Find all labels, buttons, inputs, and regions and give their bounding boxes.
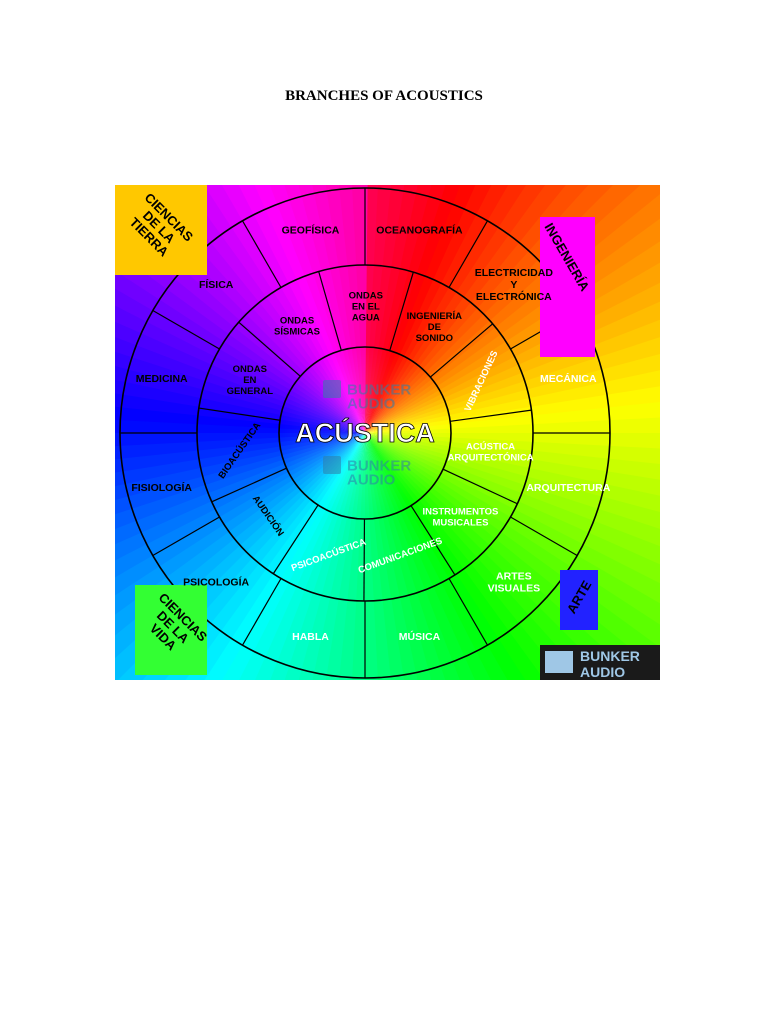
- outer-divider: [510, 516, 578, 557]
- outer-segment-label: HABLA: [292, 631, 329, 643]
- svg-text:BUNKER: BUNKER: [580, 648, 640, 664]
- corner-label-engineering-box: [540, 217, 595, 357]
- center-label: ACÚSTICA: [295, 417, 435, 448]
- middle-divider: [272, 504, 319, 575]
- outer-segment-label: GEOFÍSICA: [282, 223, 340, 236]
- corner-label-earth-sciences-box: [115, 185, 207, 275]
- middle-divider: [238, 321, 301, 377]
- middle-divider: [211, 467, 287, 503]
- outer-segment-label: ARQUITECTURA: [526, 482, 610, 494]
- middle-divider: [318, 271, 342, 351]
- outer-segment-label: OCEANOGRAFÍA: [376, 223, 463, 236]
- svg-text:BUNKER: BUNKER: [347, 381, 411, 398]
- svg-text:AUDIO: AUDIO: [580, 664, 625, 680]
- outer-segment-label: MECÁNICA: [540, 372, 597, 385]
- outer-divider: [241, 220, 282, 288]
- outer-segment-label: FISIOLOGÍA: [131, 481, 192, 494]
- outer-divider: [241, 578, 282, 646]
- outer-segment-label: MÚSICA: [399, 630, 441, 643]
- middle-divider: [363, 518, 366, 602]
- ring-circle-3: [278, 346, 452, 520]
- middle-divider: [450, 409, 532, 422]
- svg-text:BUNKER: BUNKER: [347, 457, 411, 474]
- svg-text:AUDIO: AUDIO: [347, 472, 396, 489]
- outer-segment-label: PSICOLOGÍA: [183, 576, 249, 589]
- corner-label-art-box: [560, 570, 598, 630]
- corner-label-life-sciences-box: [135, 585, 207, 675]
- outer-segment-label: MEDICINA: [136, 373, 188, 385]
- outer-divider: [152, 516, 220, 557]
- svg-text:AUDIO: AUDIO: [347, 396, 396, 413]
- outer-divider: [152, 309, 220, 350]
- middle-divider: [410, 505, 456, 576]
- middle-divider: [442, 468, 518, 505]
- page-title: BRANCHES OF ACOUSTICS: [285, 88, 483, 104]
- middle-divider: [429, 323, 494, 378]
- outer-divider: [448, 578, 489, 646]
- middle-divider: [198, 407, 281, 421]
- outer-divider: [448, 220, 489, 288]
- outer-segment-label: FÍSICA: [199, 278, 234, 291]
- middle-divider: [389, 271, 414, 351]
